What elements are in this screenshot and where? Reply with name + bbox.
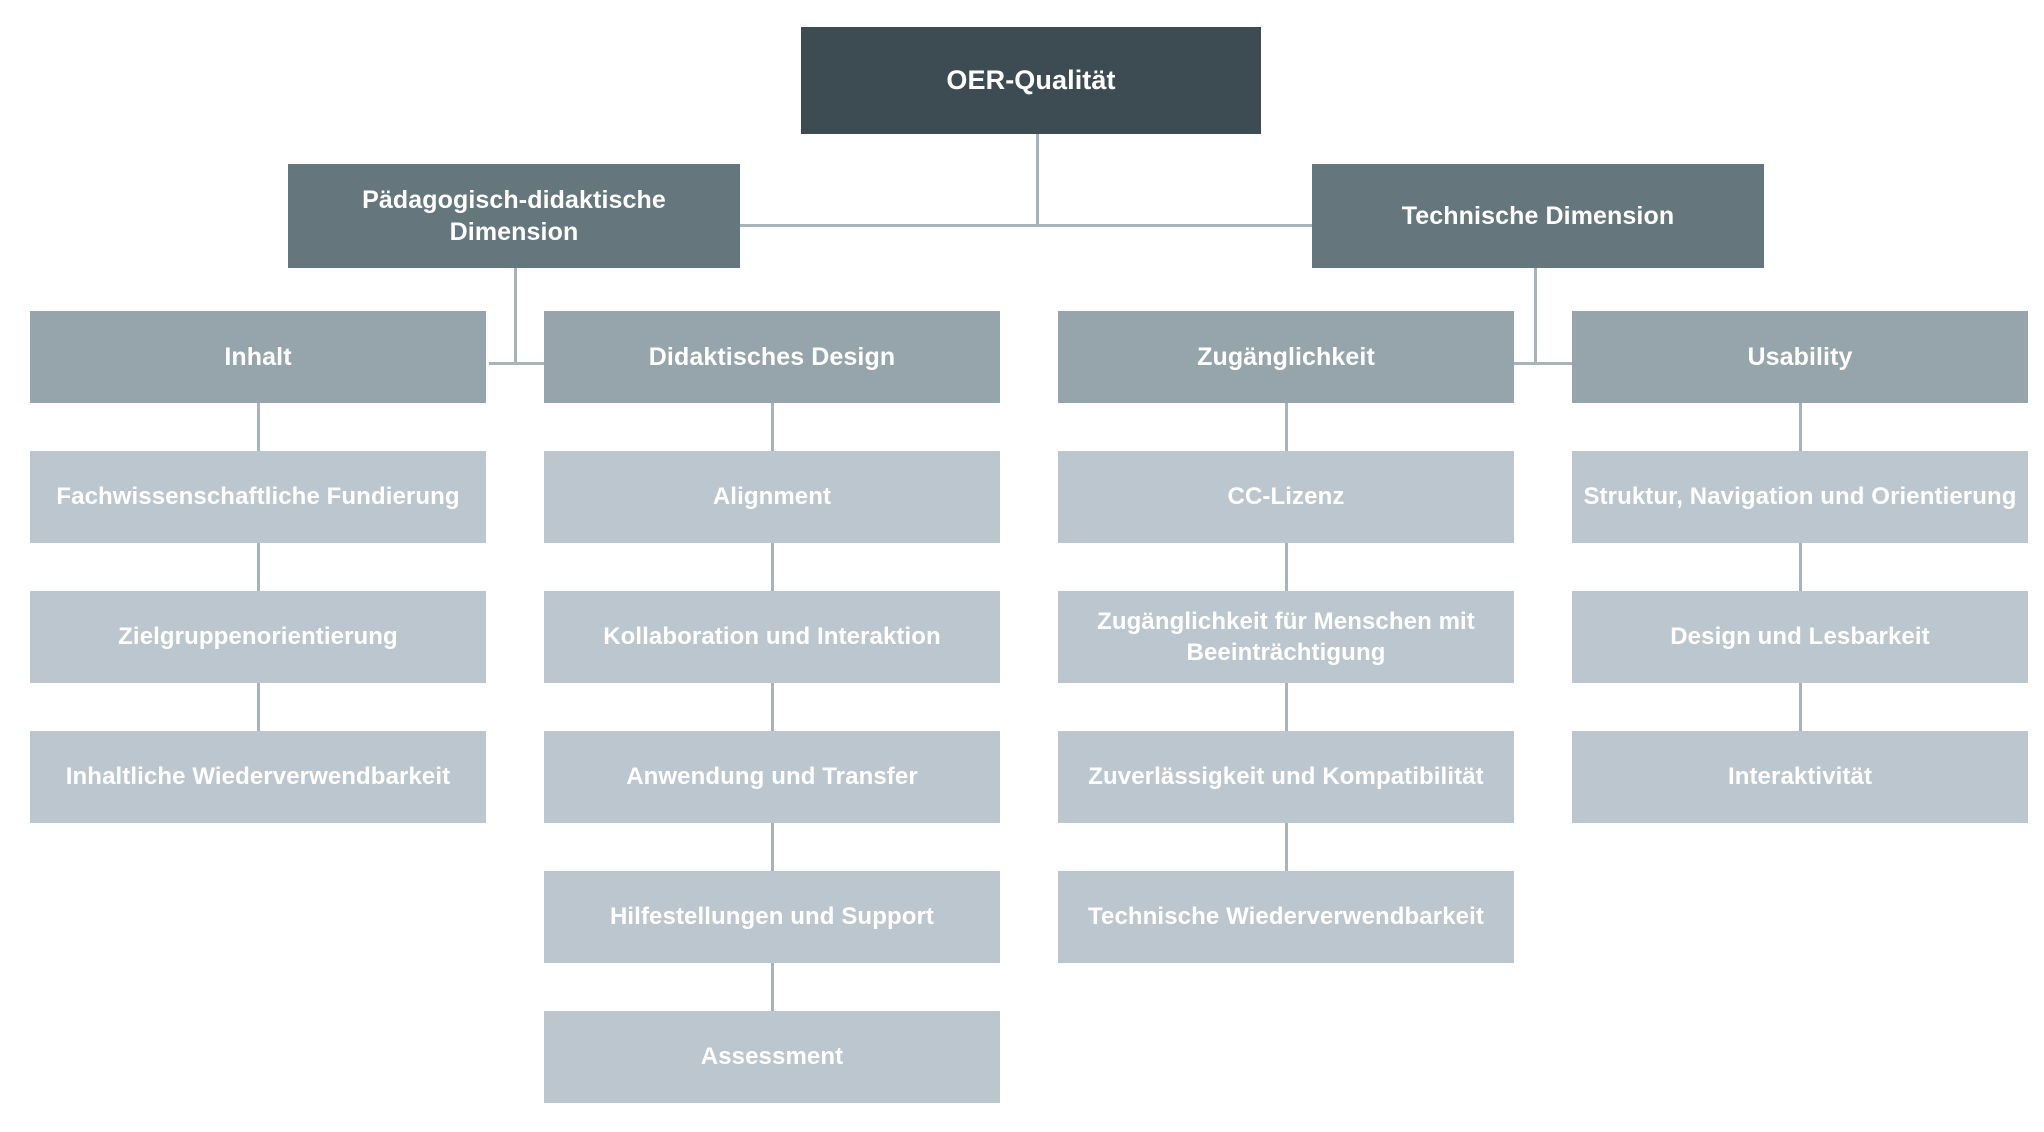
connector-inhalt-1 (257, 403, 260, 453)
connector-usability-2 (1799, 543, 1802, 593)
node-dimension-label: Technische Dimension (1401, 201, 1675, 230)
node-category-label: Didaktisches Design (648, 342, 896, 371)
node-leaf-technische-wiederverwendbarkeit[interactable]: Technische Wiederverwendbarkeit (1058, 871, 1514, 963)
connector-inhalt-2 (257, 543, 260, 593)
connector-didaktisches-1 (771, 403, 774, 453)
connector-dim2-down (1534, 268, 1537, 364)
node-category-label: Zugänglichkeit (1197, 342, 1375, 371)
connector-zugaenglichkeit-3 (1285, 683, 1288, 733)
node-leaf-label: Zuverlässigkeit und Kompatibilität (1088, 763, 1484, 791)
node-leaf-label: Struktur, Navigation und Orientierung (1583, 483, 2017, 511)
connector-zugaenglichkeit-4 (1285, 823, 1288, 873)
node-leaf-label: CC-Lizenz (1227, 483, 1345, 511)
connector-zugaenglichkeit-1 (1285, 403, 1288, 453)
node-leaf-label: Technische Wiederverwendbarkeit (1088, 903, 1484, 931)
node-dimension-technische[interactable]: Technische Dimension (1312, 164, 1764, 268)
connector-didaktisches-4 (771, 823, 774, 873)
node-category-inhalt[interactable]: Inhalt (30, 311, 486, 403)
connector-root-down (1036, 134, 1039, 226)
node-dimension-label: Pädagogisch-didaktische Dimension (362, 185, 666, 247)
connector-inhalt-3 (257, 683, 260, 733)
node-leaf-kollaboration-und-interaktion[interactable]: Kollaboration und Interaktion (544, 591, 1000, 683)
connector-dim1-branch (489, 362, 554, 365)
node-leaf-alignment[interactable]: Alignment (544, 451, 1000, 543)
node-leaf-interaktivitaet[interactable]: Interaktivität (1572, 731, 2028, 823)
node-leaf-zuverlaessigkeit-und-kompatibilitaet[interactable]: Zuverlässigkeit und Kompatibilität (1058, 731, 1514, 823)
connector-didaktisches-3 (771, 683, 774, 733)
connector-dimension-spine (739, 224, 1313, 227)
node-leaf-struktur-navigation-und-orientierung[interactable]: Struktur, Navigation und Orientierung (1572, 451, 2028, 543)
node-category-usability[interactable]: Usability (1572, 311, 2028, 403)
node-leaf-label: Hilfestellungen und Support (609, 903, 935, 931)
node-leaf-cc-lizenz[interactable]: CC-Lizenz (1058, 451, 1514, 543)
connector-usability-1 (1799, 403, 1802, 453)
node-leaf-label: Alignment (712, 483, 832, 511)
node-leaf-label: Design und Lesbarkeit (1670, 623, 1930, 651)
node-leaf-label: Inhaltliche Wiederverwendbarkeit (65, 763, 451, 791)
node-leaf-zielgruppenorientierung[interactable]: Zielgruppenorientierung (30, 591, 486, 683)
node-leaf-assessment[interactable]: Assessment (544, 1011, 1000, 1103)
node-leaf-fachwissenschaftliche-fundierung[interactable]: Fachwissenschaftliche Fundierung (30, 451, 486, 543)
node-leaf-anwendung-und-transfer[interactable]: Anwendung und Transfer (544, 731, 1000, 823)
node-category-label: Inhalt (224, 342, 292, 371)
node-leaf-hilfestellungen-und-support[interactable]: Hilfestellungen und Support (544, 871, 1000, 963)
node-leaf-label: Interaktivität (1727, 763, 1873, 791)
connector-dim2-branch (1508, 362, 1573, 365)
connector-zugaenglichkeit-2 (1285, 543, 1288, 593)
node-leaf-label: Anwendung und Transfer (626, 763, 918, 791)
node-leaf-zugaenglichkeit-fuer-menschen-mit-beeintraechtigung[interactable]: Zugänglichkeit für Menschen mit Beeinträ… (1058, 591, 1514, 683)
connector-didaktisches-2 (771, 543, 774, 593)
node-leaf-label: Zielgruppenorientierung (118, 623, 398, 651)
node-leaf-label: Kollaboration und Interaktion (603, 623, 941, 651)
connector-didaktisches-5 (771, 963, 774, 1013)
node-leaf-design-und-lesbarkeit[interactable]: Design und Lesbarkeit (1572, 591, 2028, 683)
node-category-zugaenglichkeit[interactable]: Zugänglichkeit (1058, 311, 1514, 403)
node-root-oer-qualitaet[interactable]: OER-Qualität (801, 27, 1261, 134)
connector-dim1-down (514, 268, 517, 364)
node-leaf-inhaltliche-wiederverwendbarkeit[interactable]: Inhaltliche Wiederverwendbarkeit (30, 731, 486, 823)
node-root-label: OER-Qualität (946, 64, 1116, 95)
node-category-didaktisches-design[interactable]: Didaktisches Design (544, 311, 1000, 403)
node-leaf-label: Zugänglichkeit für Menschen mit Beeinträ… (1097, 607, 1475, 666)
node-dimension-paedagogisch-didaktisch[interactable]: Pädagogisch-didaktische Dimension (288, 164, 740, 268)
node-leaf-label: Assessment (700, 1043, 844, 1071)
connector-usability-3 (1799, 683, 1802, 733)
node-leaf-label: Fachwissenschaftliche Fundierung (56, 483, 460, 511)
node-category-label: Usability (1747, 342, 1853, 371)
